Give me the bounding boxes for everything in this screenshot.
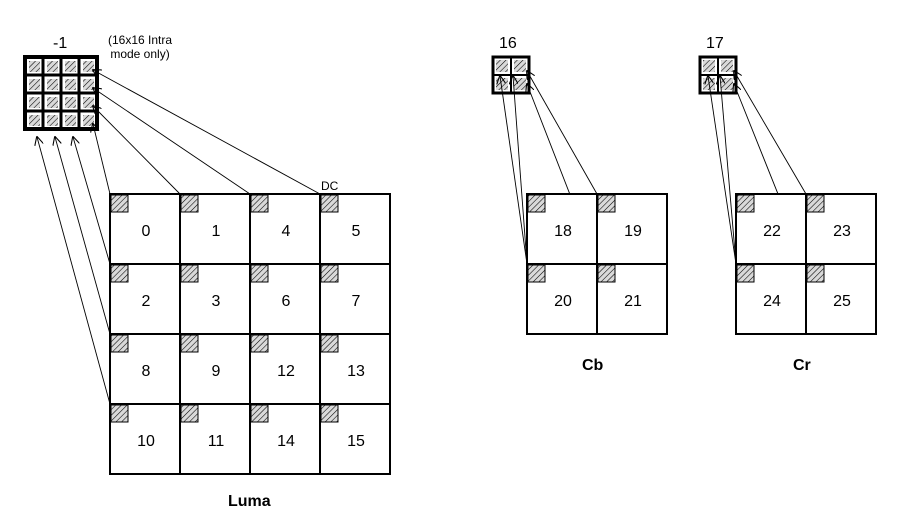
luma-arrows <box>37 70 321 405</box>
intra-mode-note: (16x16 Intra mode only) <box>108 33 173 61</box>
cb-block: 18 <box>554 223 572 240</box>
cr-block: 23 <box>833 223 851 240</box>
cb-title: Cb <box>582 357 604 374</box>
cr-title: Cr <box>793 357 811 374</box>
luma-block: 8 <box>141 363 151 380</box>
cr-block: 22 <box>763 223 781 240</box>
luma-block: 0 <box>141 223 151 240</box>
luma-block: 13 <box>347 363 365 380</box>
cb-dc-block <box>491 55 531 95</box>
luma-block: 15 <box>347 433 365 450</box>
luma-block: 7 <box>351 293 361 310</box>
cr-dc-block <box>698 55 738 95</box>
luma-block: 3 <box>211 293 221 310</box>
luma-block: 5 <box>351 223 361 240</box>
cb-grid <box>526 193 668 335</box>
cr-block: 25 <box>833 293 851 310</box>
luma-block: 6 <box>281 293 291 310</box>
luma-block: 9 <box>211 363 221 380</box>
luma-block: 12 <box>277 363 295 380</box>
cr-grid <box>735 193 877 335</box>
luma-dc-block-label: -1 <box>53 35 68 52</box>
cr-dc-block-label: 17 <box>706 35 724 52</box>
luma-block: 1 <box>211 223 221 240</box>
luma-dc-block <box>23 55 99 131</box>
luma-grid <box>109 193 391 475</box>
cb-dc-block-label: 16 <box>499 35 517 52</box>
luma-block: 2 <box>141 293 151 310</box>
luma-block: 14 <box>277 433 295 450</box>
luma-block: 10 <box>137 433 155 450</box>
luma-block: 11 <box>207 433 225 450</box>
cb-arrows <box>500 71 598 265</box>
dc-label: DC <box>321 179 339 193</box>
cb-block: 19 <box>624 223 642 240</box>
cb-block: 21 <box>624 293 642 310</box>
cb-block: 20 <box>554 293 572 310</box>
luma-title: Luma <box>228 493 271 510</box>
cr-block: 24 <box>763 293 781 310</box>
luma-block: 4 <box>281 223 291 240</box>
